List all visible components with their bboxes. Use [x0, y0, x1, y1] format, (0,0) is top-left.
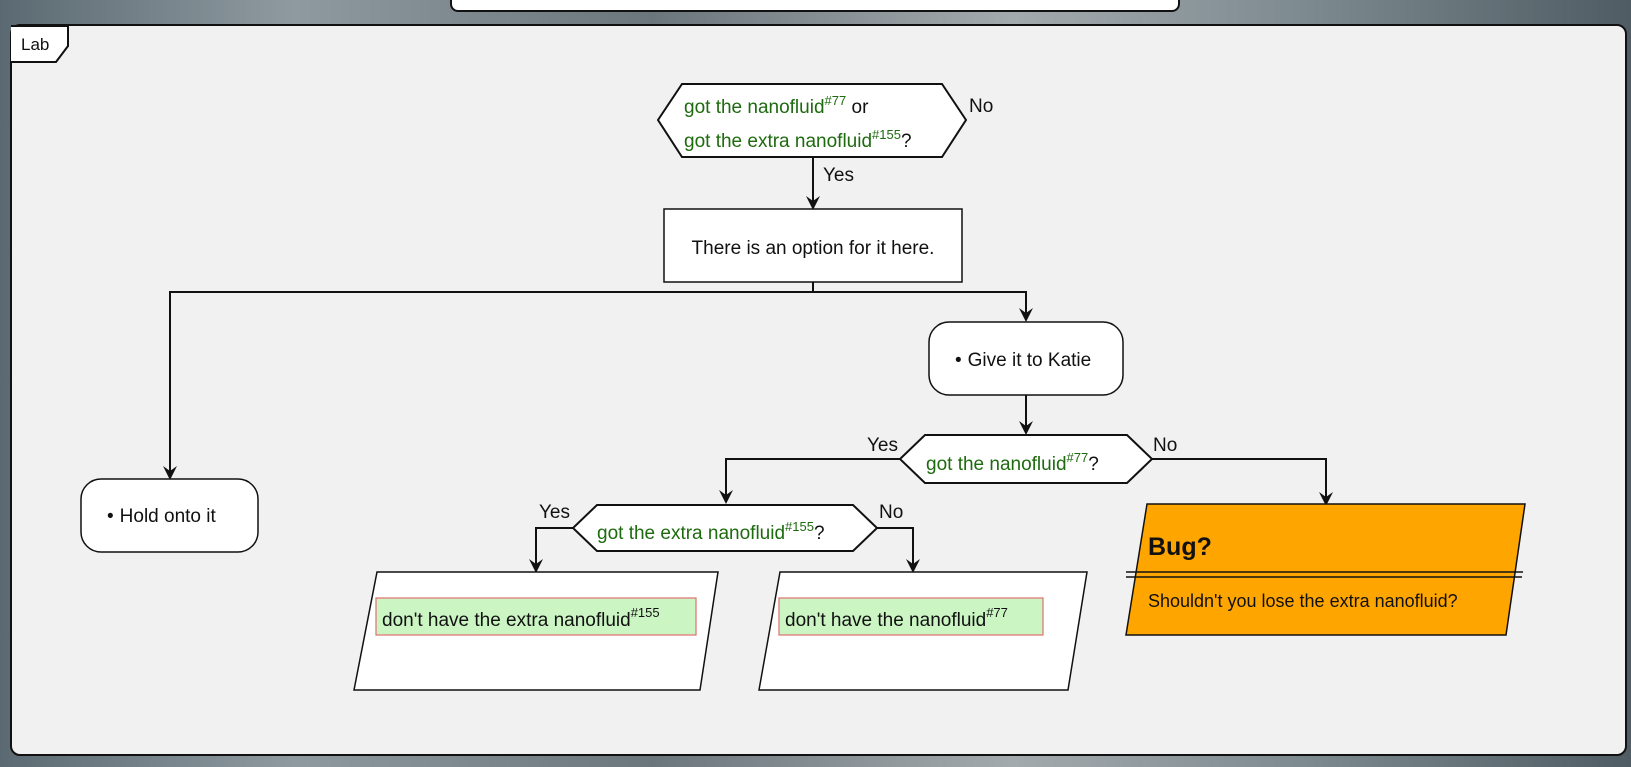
edge-to-hold: [163, 282, 814, 480]
decision-extra-no-label: No: [879, 502, 903, 523]
result-nanofluid: don't have the nanofluid#77: [758, 571, 1088, 691]
decision-top: got the nanofluid#77 or got the extra na…: [656, 83, 993, 186]
bug-note-body: Shouldn't you lose the extra nanofluid?: [1148, 591, 1458, 611]
decision-top-yes-label: Yes: [823, 165, 854, 186]
decision-nanofluid-yes-label: Yes: [867, 435, 898, 456]
decision-nanofluid-text: got the nanofluid#77?: [926, 450, 1099, 475]
edge-to-give: [813, 291, 1033, 322]
result-nanofluid-text: don't have the nanofluid#77: [785, 605, 1008, 631]
edge-nano-yes: [719, 458, 900, 504]
edge-extra-no: [877, 527, 920, 573]
option-box-text: There is an option for it here.: [692, 238, 935, 259]
background-window-edge: [450, 0, 1180, 12]
bug-note: Bug? Shouldn't you lose the extra nanofl…: [1125, 503, 1526, 636]
option-box: There is an option for it here.: [663, 208, 963, 283]
frame-tab: Lab: [11, 25, 69, 63]
choice-hold-text: •Hold onto it: [107, 506, 216, 527]
edge-extra-yes: [529, 527, 573, 573]
decision-nanofluid-no-label: No: [1153, 435, 1177, 456]
decision-top-line2: got the extra nanofluid#155?: [684, 127, 912, 152]
connectors: [163, 157, 1333, 573]
decision-top-no-label: No: [969, 96, 993, 117]
decision-extra-yes-label: Yes: [539, 502, 570, 523]
choice-give-to-katie: •Give it to Katie: [928, 321, 1124, 396]
decision-top-line1: got the nanofluid#77 or: [684, 93, 869, 118]
result-extra-nanofluid: don't have the extra nanofluid#155: [353, 571, 719, 691]
choice-hold-onto-it: •Hold onto it: [80, 478, 259, 553]
decision-nanofluid: got the nanofluid#77? Yes No: [867, 434, 1177, 484]
result-extra-text: don't have the extra nanofluid#155: [382, 605, 660, 631]
decision-extra-text: got the extra nanofluid#155?: [597, 519, 825, 544]
bug-note-title: Bug?: [1148, 533, 1212, 561]
choice-give-text: •Give it to Katie: [955, 350, 1091, 371]
decision-extra-nanofluid: got the extra nanofluid#155? Yes No: [539, 502, 903, 552]
edge-nano-no: [1152, 458, 1333, 506]
frame-label: Lab: [21, 35, 49, 54]
